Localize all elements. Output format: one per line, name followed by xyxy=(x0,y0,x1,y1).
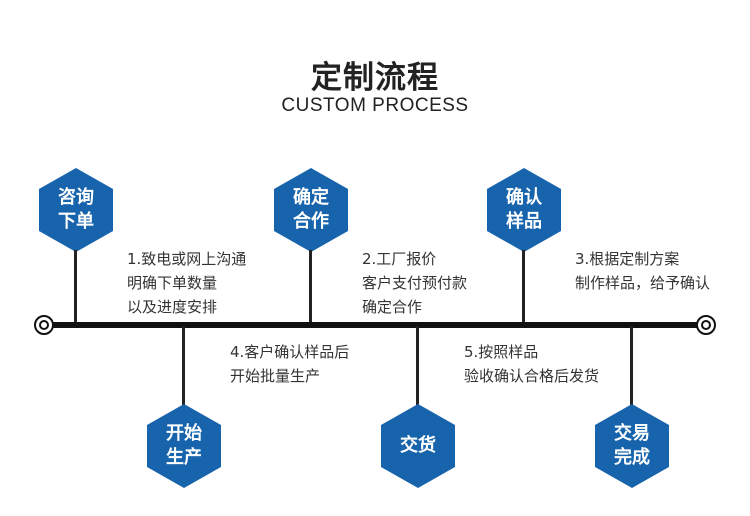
step-node-delivery: 交货 xyxy=(381,404,455,488)
step-node-start-production-line1: 开始 xyxy=(166,423,202,444)
step-description-line: 以及进度安排 xyxy=(127,298,218,316)
step-node-start-production-line2: 生产 xyxy=(166,447,202,468)
step-node-inquiry-line1: 咨询 xyxy=(58,187,94,208)
step-description-line: 4.客户确认样品后 xyxy=(230,343,350,361)
step-node-delivery-line1: 交货 xyxy=(400,435,436,456)
step-description-4: 4.客户确认样品后 开始批量生产 xyxy=(230,340,349,388)
connector-stem xyxy=(630,326,633,406)
step-description-line: 制作样品，给予确认 xyxy=(575,274,711,292)
timeline-end-cap xyxy=(696,315,716,335)
step-node-confirm-sample: 确认 样品 xyxy=(487,168,561,252)
step-description-line: 确定合作 xyxy=(362,298,423,316)
step-node-confirm-sample-line1: 确认 xyxy=(506,187,542,208)
page-subtitle: CUSTOM PROCESS xyxy=(281,95,469,116)
step-description-line: 5.按照样品 xyxy=(464,343,539,361)
step-node-confirm-cooperation-line1: 确定 xyxy=(293,187,329,208)
step-node-confirm-cooperation: 确定 合作 xyxy=(274,168,348,252)
step-node-confirm-cooperation-line2: 合作 xyxy=(293,211,329,232)
step-node-deal-complete: 交易 完成 xyxy=(595,404,669,488)
step-description-1: 1.致电或网上沟通 明确下单数量 以及进度安排 xyxy=(127,247,246,319)
step-description-line: 1.致电或网上沟通 xyxy=(127,250,247,268)
step-node-deal-complete-line1: 交易 xyxy=(614,423,650,444)
step-node-start-production: 开始 生产 xyxy=(147,404,221,488)
connector-stem xyxy=(309,250,312,324)
step-description-line: 明确下单数量 xyxy=(127,274,218,292)
step-description-3: 3.根据定制方案 制作样品，给予确认 xyxy=(575,247,710,295)
step-description-line: 开始批量生产 xyxy=(230,367,321,385)
connector-stem xyxy=(416,326,419,406)
step-description-line: 验收确认合格后发货 xyxy=(464,367,600,385)
step-description-line: 2.工厂报价 xyxy=(362,250,437,268)
timeline-start-cap xyxy=(34,315,54,335)
step-node-inquiry-line2: 下单 xyxy=(58,211,94,232)
step-description-2: 2.工厂报价 客户支付预付款 确定合作 xyxy=(362,247,467,319)
step-description-line: 客户支付预付款 xyxy=(362,274,468,292)
connector-stem xyxy=(74,250,77,324)
connector-stem xyxy=(182,326,185,406)
page-title: 定制流程 xyxy=(311,60,439,96)
step-description-line: 3.根据定制方案 xyxy=(575,250,680,268)
timeline-axis xyxy=(44,322,706,328)
step-node-deal-complete-line2: 完成 xyxy=(614,447,650,468)
connector-stem xyxy=(522,250,525,324)
step-node-inquiry: 咨询 下单 xyxy=(39,168,113,252)
step-node-confirm-sample-line2: 样品 xyxy=(506,211,542,232)
step-description-5: 5.按照样品 验收确认合格后发货 xyxy=(464,340,599,388)
